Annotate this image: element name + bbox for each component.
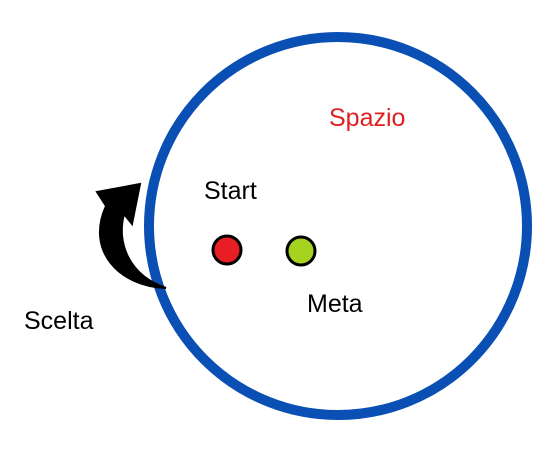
space-boundary-circle <box>144 32 532 420</box>
goal-label: Meta <box>307 290 363 318</box>
space-label: Spazio <box>329 104 405 132</box>
goal-point <box>285 235 317 267</box>
start-point <box>211 234 243 266</box>
curved-arrow-icon <box>95 182 167 289</box>
start-label: Start <box>204 177 257 205</box>
choice-label: Scelta <box>24 307 94 335</box>
